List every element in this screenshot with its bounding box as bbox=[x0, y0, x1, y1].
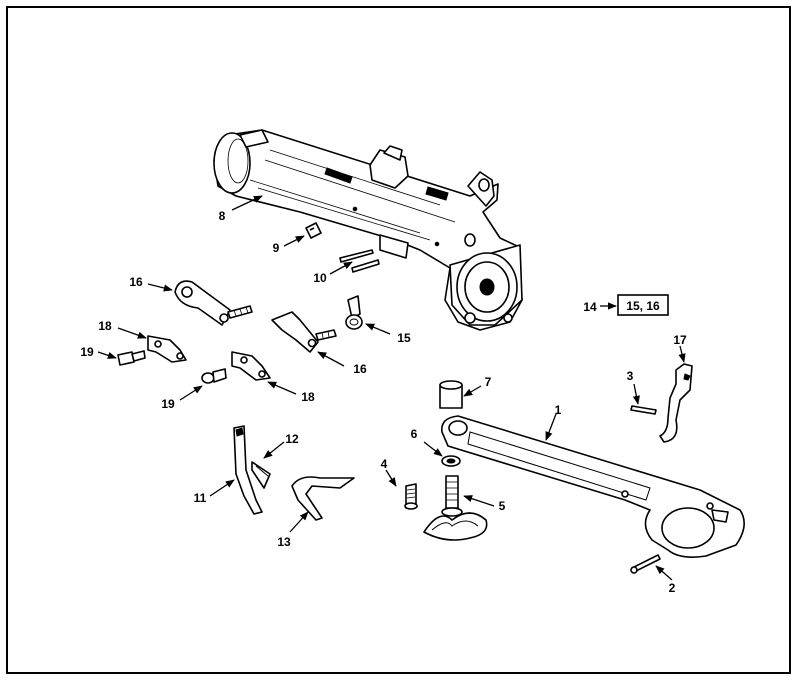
callout-18-upper: 18 bbox=[98, 319, 112, 333]
leader-lines bbox=[97, 195, 686, 581]
callout-19-upper: 19 bbox=[80, 345, 94, 359]
trigger-guard-1 bbox=[441, 415, 745, 558]
lever-16-lower bbox=[271, 311, 337, 353]
swivel-5 bbox=[423, 475, 488, 541]
trigger-17 bbox=[659, 363, 693, 443]
callout-19-lower: 19 bbox=[161, 397, 175, 411]
screw-19-lower bbox=[201, 368, 227, 384]
ejector-13 bbox=[291, 476, 355, 521]
spring-15 bbox=[345, 295, 363, 330]
callout-labels: 8 9 10 16 16 15 18 19 19 18 7 6 1 3 17 1… bbox=[80, 209, 687, 595]
callout-5: 5 bbox=[499, 499, 506, 513]
callout-16-upper: 16 bbox=[129, 275, 143, 289]
callout-13: 13 bbox=[277, 535, 291, 549]
callout-10: 10 bbox=[313, 271, 327, 285]
screw-19-upper bbox=[117, 350, 146, 366]
callout-12: 12 bbox=[285, 432, 299, 446]
reference-box bbox=[617, 294, 669, 316]
callout-8: 8 bbox=[219, 209, 226, 223]
callout-14: 14 bbox=[583, 300, 597, 314]
callout-11: 11 bbox=[194, 491, 207, 505]
callout-1: 1 bbox=[555, 403, 562, 417]
callout-18-lower: 18 bbox=[301, 390, 315, 404]
callout-9: 9 bbox=[273, 241, 280, 255]
pins-10 bbox=[339, 249, 380, 273]
pin-2 bbox=[630, 554, 661, 574]
sear-11 bbox=[233, 425, 263, 515]
bolt-4 bbox=[404, 483, 418, 510]
washer-6 bbox=[441, 455, 461, 467]
diagram-frame bbox=[6, 6, 791, 674]
callout-16-lower: 16 bbox=[353, 362, 367, 376]
spring-12 bbox=[251, 461, 271, 489]
callout-17: 17 bbox=[673, 333, 687, 347]
callout-15: 15 bbox=[397, 331, 411, 345]
screw-9 bbox=[305, 222, 322, 239]
callout-2: 2 bbox=[669, 581, 676, 595]
callout-3: 3 bbox=[627, 369, 634, 383]
callout-6: 6 bbox=[411, 427, 418, 441]
callout-7: 7 bbox=[485, 375, 492, 389]
receiver-part bbox=[213, 129, 523, 331]
reference-box-text: 15, 16 bbox=[626, 299, 660, 313]
plate-18-upper bbox=[147, 335, 187, 363]
callout-4: 4 bbox=[381, 457, 388, 471]
sleeve-7 bbox=[439, 380, 463, 409]
lever-16-upper bbox=[174, 280, 253, 326]
pin-3 bbox=[630, 405, 657, 415]
plate-18-lower bbox=[231, 351, 271, 381]
